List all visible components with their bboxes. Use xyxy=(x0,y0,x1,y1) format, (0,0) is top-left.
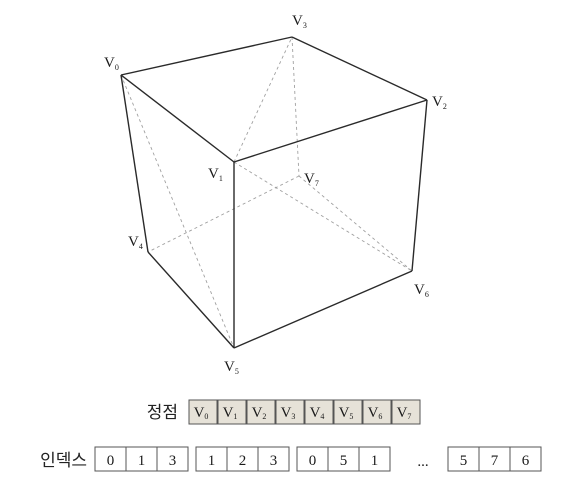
index-cell-value: 0 xyxy=(309,453,317,469)
diag-v0-v5 xyxy=(120,74,235,349)
index-cell-box xyxy=(257,446,290,472)
index-row-label: 인덱스 xyxy=(40,451,87,471)
index-cell-value: 5 xyxy=(340,453,348,469)
vertex-cell-box xyxy=(217,399,247,425)
diag-v1-v3 xyxy=(233,36,293,163)
index-cell-box xyxy=(125,446,158,472)
index-triangle-2: 0 5 1 xyxy=(296,446,391,472)
index-cell-box xyxy=(327,446,360,472)
vertex-cell-box xyxy=(188,399,218,425)
index-cells: 0 1 3 1 2 3 0 5 1 5 7 6 xyxy=(94,446,542,472)
vertex-cells: V0 V1 V2 V3 V4 V5 V6 V7 xyxy=(188,399,421,425)
vertex-cell-text: V2 xyxy=(252,405,267,421)
edge-v4-v5 xyxy=(147,251,235,349)
cube-hidden-edges xyxy=(120,36,413,349)
index-cell-value: 0 xyxy=(107,453,115,469)
vertex-cell-text: V7 xyxy=(397,405,412,421)
vertex-cell-box xyxy=(246,399,276,425)
index-cell-value: 1 xyxy=(208,453,216,469)
vertex-cell-text: V4 xyxy=(310,405,325,421)
diag-v1-v6 xyxy=(233,161,413,272)
index-cell-value: 5 xyxy=(460,453,468,469)
edge-v7-v4 xyxy=(147,175,300,253)
vertex-cell-v1: V1 xyxy=(217,399,247,425)
edge-v1-v0 xyxy=(120,74,235,163)
vertex-label-v7: V7 xyxy=(304,171,319,188)
index-cell-value: 7 xyxy=(491,453,499,469)
vertex-buffer-row: 정점 V0 V1 V2 V3 V4 V5 V6 V7 xyxy=(147,399,421,425)
index-cell-box xyxy=(226,446,259,472)
index-buffer-row: 인덱스 0 1 3 1 2 3 0 5 1 5 7 6 ... xyxy=(40,446,542,472)
vertex-label-v3: V3 xyxy=(292,13,307,30)
index-cell-value: 3 xyxy=(169,453,177,469)
vertex-row-label: 정점 xyxy=(147,403,178,423)
index-cell-box xyxy=(509,446,542,472)
index-triangle-1: 1 2 3 xyxy=(195,446,290,472)
index-cell-value: 2 xyxy=(239,453,247,469)
edge-v0-v3 xyxy=(120,36,293,76)
vertex-cell-text: V5 xyxy=(339,405,354,421)
index-cell-box xyxy=(156,446,189,472)
vertex-cell-v0: V0 xyxy=(188,399,218,425)
vertex-label-v6: V6 xyxy=(414,282,429,299)
vertex-labels: V0 V1 V2 V3 V4 V5 V6 V7 xyxy=(104,13,447,376)
vertex-cell-v5: V5 xyxy=(333,399,363,425)
vertex-cell-text: V3 xyxy=(281,405,296,421)
vertex-label-v5: V5 xyxy=(224,359,239,376)
vertex-cell-v2: V2 xyxy=(246,399,276,425)
edge-v3-v2 xyxy=(291,36,428,101)
index-cell-value: 1 xyxy=(138,453,146,469)
index-cell-box xyxy=(195,446,228,472)
edge-v5-v6 xyxy=(233,270,413,349)
edge-v2-v1 xyxy=(233,99,428,163)
vertex-cell-text: V1 xyxy=(223,405,238,421)
vertex-label-v1: V1 xyxy=(208,166,223,183)
index-cell-box xyxy=(296,446,329,472)
index-ellipsis: ... xyxy=(417,454,428,470)
index-cell-value: 6 xyxy=(522,453,530,469)
vertex-cell-v6: V6 xyxy=(362,399,392,425)
vertex-label-v2: V2 xyxy=(432,94,447,111)
cube-visible-edges xyxy=(120,36,428,349)
vertex-cell-box xyxy=(304,399,334,425)
index-cell-box xyxy=(478,446,511,472)
vertex-cell-v3: V3 xyxy=(275,399,305,425)
vertex-cell-box xyxy=(275,399,305,425)
edge-v2-v6 xyxy=(411,99,428,272)
vertex-label-v4: V4 xyxy=(128,234,143,251)
vertex-label-v0: V0 xyxy=(104,55,119,72)
vertex-cell-text: V0 xyxy=(194,405,209,421)
index-triangle-0: 0 1 3 xyxy=(94,446,189,472)
vertex-cell-box xyxy=(362,399,392,425)
vertex-cell-text: V6 xyxy=(368,405,383,421)
edge-v0-v4 xyxy=(120,74,149,253)
index-triangle-tail: 5 7 6 xyxy=(447,446,542,472)
index-cell-value: 1 xyxy=(371,453,379,469)
vertex-cell-box xyxy=(333,399,363,425)
vertex-cell-v7: V7 xyxy=(391,399,421,425)
edge-v3-v7 xyxy=(291,36,300,177)
index-cell-box xyxy=(94,446,127,472)
vertex-cell-v4: V4 xyxy=(304,399,334,425)
vertex-cell-box xyxy=(391,399,421,425)
index-cell-box xyxy=(358,446,391,472)
edge-v7-v6 xyxy=(298,175,413,272)
index-cell-value: 3 xyxy=(270,453,278,469)
